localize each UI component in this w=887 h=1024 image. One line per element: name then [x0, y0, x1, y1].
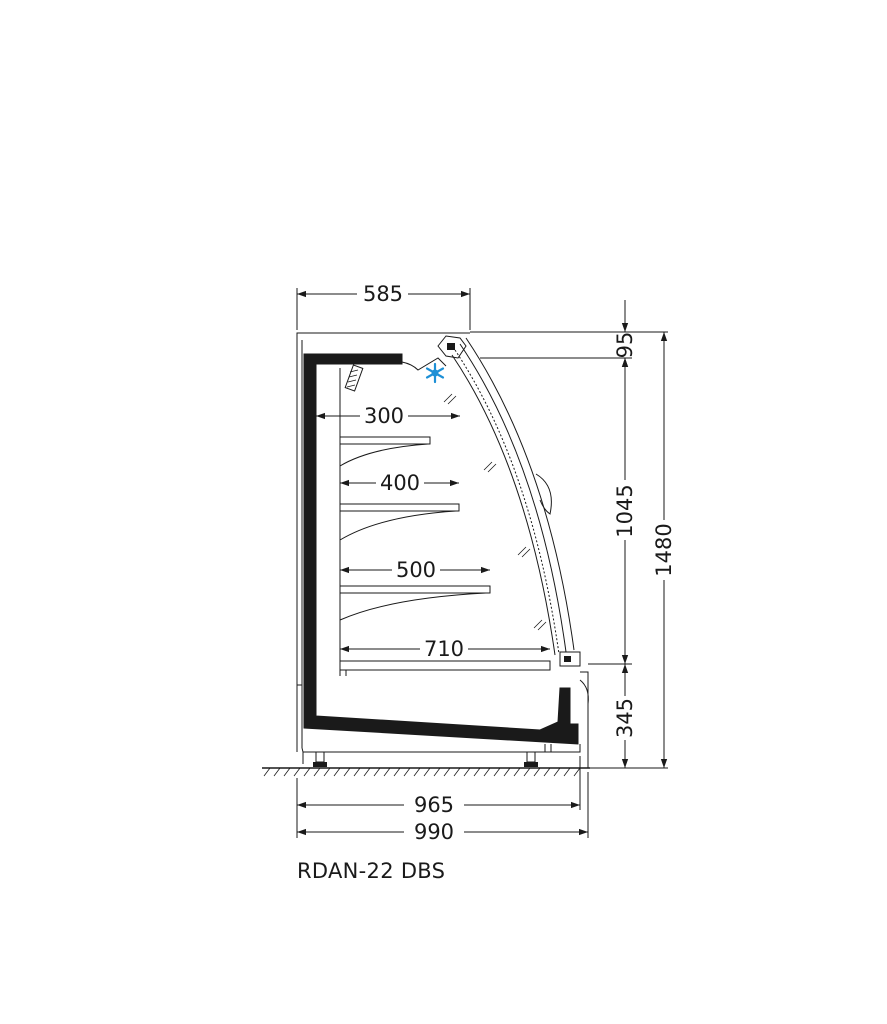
dim-shelf-500: 500	[396, 558, 436, 582]
floor	[262, 767, 590, 777]
dim-shelf-300: 300	[364, 404, 404, 428]
cabinet-body	[296, 332, 589, 768]
dim-shelf-400: 400	[380, 471, 420, 495]
model-name: RDAN-22 DBS	[297, 859, 446, 883]
dim-total-width: 990	[414, 820, 454, 844]
snowflake-icon	[425, 362, 445, 384]
dim-total-height: 1480	[652, 523, 676, 576]
dim-base-height: 345	[613, 698, 637, 738]
dim-glass-height: 1045	[613, 484, 637, 537]
dim-shelf-710: 710	[424, 637, 464, 661]
dimensions	[296, 288, 668, 838]
glass-front	[437, 332, 581, 667]
dim-top-depth: 585	[363, 282, 403, 306]
shelves	[339, 436, 551, 676]
dim-inner-width: 965	[414, 793, 454, 817]
dim-top-height: 95	[613, 332, 637, 359]
